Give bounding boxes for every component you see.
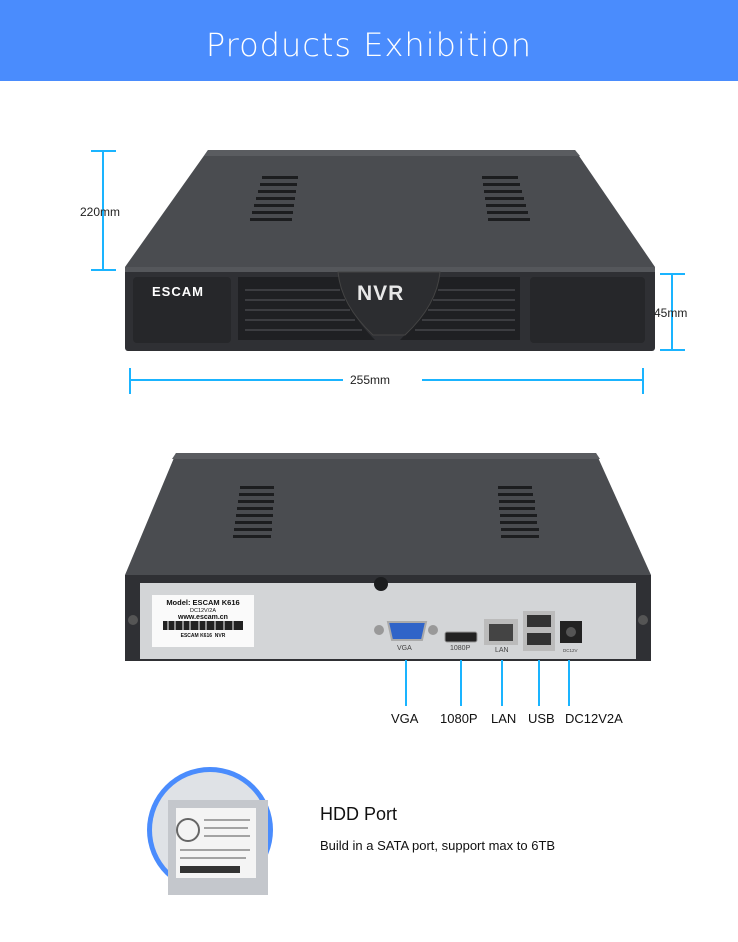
label-model: Model: ESCAM K616 xyxy=(166,598,240,607)
nvr-rear-view xyxy=(125,453,651,661)
top-vent-right xyxy=(482,176,530,221)
callout-vga: VGA xyxy=(391,711,419,726)
callout-usb: USB xyxy=(528,711,555,726)
port-callout-lines xyxy=(405,660,570,706)
label-website: www.escam.cn xyxy=(178,614,228,621)
dc-print: DC12V xyxy=(563,648,578,653)
header-banner: Products Exhibition xyxy=(0,0,738,81)
callout-dc: DC12V2A xyxy=(565,711,623,726)
vga-print: VGA xyxy=(397,645,412,652)
callout-1080p: 1080P xyxy=(440,711,478,726)
depth-dimension-label: 220mm xyxy=(80,205,121,219)
nvr-badge: NVR xyxy=(357,282,405,305)
hdmi-print: 1080P xyxy=(450,645,471,652)
height-dimension-label: 45mm xyxy=(654,306,688,320)
top-vent-right-rear xyxy=(498,486,539,538)
callout-lan: LAN xyxy=(491,711,517,726)
page-title: Products Exhibition xyxy=(205,26,533,64)
dimension-lines xyxy=(91,150,685,394)
brand-logo: ESCAM xyxy=(152,284,204,299)
nvr-front-view xyxy=(125,150,655,351)
top-vent-left xyxy=(250,176,298,221)
vga-port xyxy=(374,621,438,641)
label-barcode-text: ESCAM K616 NVR xyxy=(180,633,226,639)
hdd-image xyxy=(147,767,273,895)
width-dimension-label: 255mm xyxy=(350,373,391,387)
label-power: DC12V/2A xyxy=(190,608,216,614)
hdd-description: Build in a SATA port, support max to 6TB xyxy=(320,838,556,853)
lan-print: LAN xyxy=(495,647,509,654)
top-vent-left-rear xyxy=(233,486,274,538)
hdmi-port xyxy=(444,631,478,643)
hdd-title: HDD Port xyxy=(320,804,398,824)
